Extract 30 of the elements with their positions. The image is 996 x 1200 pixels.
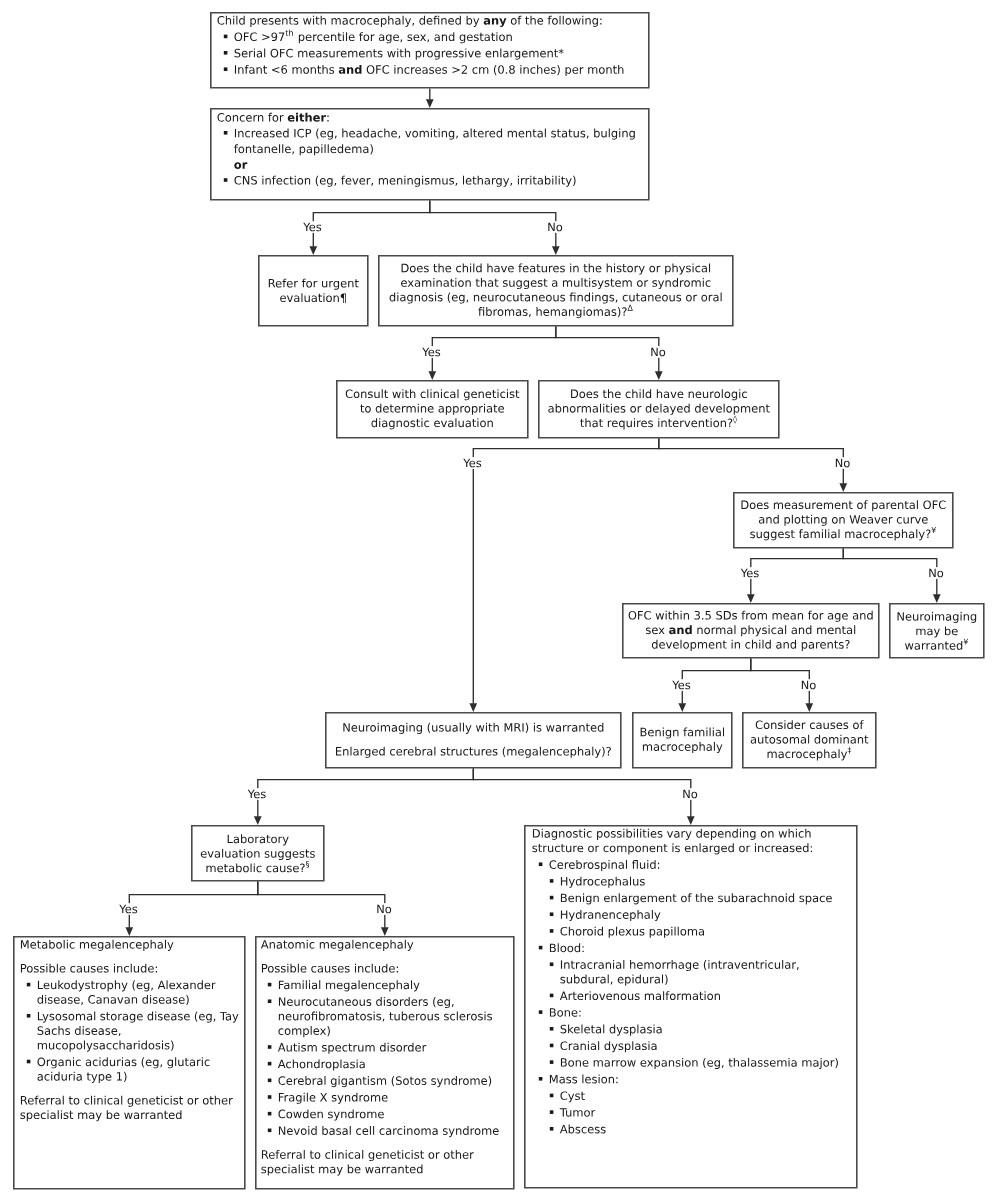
edge-label: No — [833, 457, 852, 469]
process-box: Anatomic megalencephaly Possible causes include: Familial megalencephaly Neurocutaneous disorders (eg, neurofibromatosis, tuberous sclerosis complex) Autism spectrum disorder Achondroplasia Cerebral gigantism (Sotos syndrome) Fragile X syndrome Cowden syndrome Nevoid basal cell carcinoma syndrome Referral to clinical geneticist or other specialist may be warranted — [255, 936, 515, 1190]
edge-label: Yes — [461, 457, 484, 469]
edge-label: No — [680, 788, 700, 800]
edge-label: No — [799, 679, 818, 691]
decision-box: Does the child have features in the history or physical examination that suggest a multisystem or syndromic diagnosis (eg, neurocutaneous findings, cutaneous or oral fibromas, hemangiomas)?$^{Δ}$ — [378, 255, 734, 327]
process-box: Consider causes of autosomal dominant macrocephaly$^{‡}$ — [742, 712, 877, 769]
process-box: Benign familial macrocephaly — [632, 712, 733, 769]
process-box: Consult with clinical geneticist to determine appropriate diagnostic evaluation — [336, 380, 529, 439]
edge-label: No — [926, 567, 946, 579]
edge-label: No — [374, 903, 394, 915]
edge-label: Yes — [739, 567, 761, 579]
process-box: Neuroimaging may be warranted$^{¥}$ — [889, 603, 985, 659]
edge-label: Yes — [301, 221, 324, 233]
decision-box: Does the child have neurologic abnormalities or delayed development that requires intervention?$^{◊}$ — [538, 380, 780, 439]
edge-label: Yes — [420, 346, 443, 358]
edge-label: No — [545, 221, 565, 233]
decision-box: OFC within 3.5 SDs from mean for age and sex and normal physical and mental development in child and parents? — [622, 603, 880, 659]
decision-box: Does measurement of parental OFC and plotting on Weaver curve suggest familial macrocephaly?$^{¥}$ — [733, 492, 954, 549]
decision-box: Neuroimaging (usually with MRI) is warranted Enlarged cerebral structures (megalencephaly)? — [325, 712, 622, 769]
process-box: Refer for urgent evaluation¶ — [258, 255, 369, 327]
process-box: Child presents with macrocephaly, defined by any of the following: OFC >97$^{th}$ percentile for age, sex, and gestation Serial OFC measurements with progressive enlargement* Infant <6 months and OFC increases >2 cm (0.8 inches) per month — [210, 12, 650, 89]
edge-label: Yes — [246, 788, 268, 800]
decision-box: Laboratory evaluation suggests metabolic cause?$^{§}$ — [191, 825, 325, 882]
process-box: Diagnostic possibilities vary depending on which structure or component is enlarged or increased: Cerebrospinal fluid: Hydrocephalus Benign enlargement of the subarachnoid space Hydranencephaly Choroid plexus papilloma Blood: Intracranial hemorrhage (intraventricular, subdural, epidural) Arteriovenous malformation Bone: Skeletal dysplasia Cranial dysplasia Bone marrow expansion (eg, thalassemia major) Mass lesion: Cyst Tumor Abscess — [524, 825, 858, 1189]
decision-box: Concern for either: Increased ICP (eg, headache, vomiting, altered mental status, bulging fontanelle, papilledema) or CNS infection (eg, fever, meningismus, lethargy, irritability) — [210, 108, 650, 201]
edge-label: Yes — [670, 679, 693, 691]
edge-label: No — [648, 346, 668, 358]
process-box: Metabolic megalencephaly Possible causes include: Leukodystrophy (eg, Alexander disease, Canavan disease) Lysosomal storage disease (eg, Tay Sachs disease, mucopolysaccharidosis) Organic acidurias (eg, glutaric aciduria type 1) Referral to clinical geneticist or other specialist may be warranted — [13, 936, 246, 1190]
edge-label: Yes — [117, 903, 140, 915]
